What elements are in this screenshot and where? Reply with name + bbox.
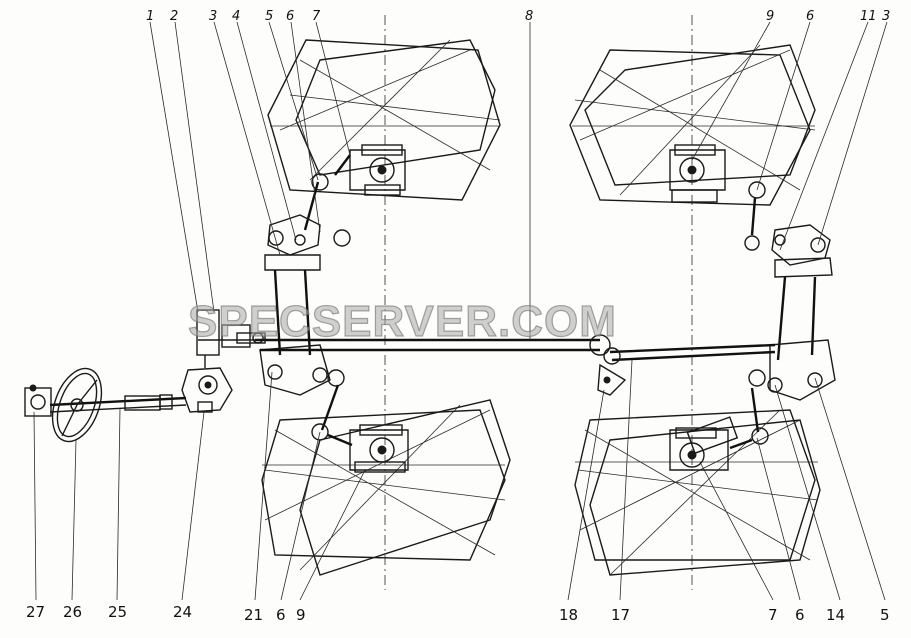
pump-unit — [24, 384, 52, 417]
callout-4: 4 — [232, 9, 240, 24]
callout-9-bottom: 9 — [296, 606, 306, 624]
callout-6-bottom-right: 6 — [795, 606, 805, 624]
callout-25: 25 — [108, 603, 127, 621]
callout-6-bottom: 6 — [276, 606, 286, 624]
callout-1: 1 — [146, 9, 154, 24]
callout-14: 14 — [826, 606, 845, 624]
callout-11: 11 — [860, 9, 877, 24]
knuckle-bottom-right — [669, 416, 739, 471]
bottom-callouts: 27 26 25 24 21 6 9 18 17 7 6 14 5 — [26, 603, 890, 624]
callout-2: 2 — [170, 9, 178, 24]
wheel-bottom-right — [574, 409, 821, 576]
callout-24: 24 — [173, 603, 192, 621]
callout-6: 6 — [286, 9, 294, 24]
steering-wheel — [51, 367, 103, 443]
callout-5-bottom: 5 — [880, 606, 890, 624]
wheel-top-right — [569, 44, 816, 206]
top-callouts: 1 2 3 4 5 6 7 8 9 6 11 3 — [146, 9, 890, 24]
wheel-centerlines — [384, 15, 693, 590]
knuckle-top-right — [669, 144, 726, 203]
callout-5: 5 — [265, 9, 273, 24]
steering-gear — [181, 309, 266, 413]
callout-7: 7 — [312, 9, 321, 24]
steering-column — [49, 394, 187, 413]
center-rods — [198, 334, 776, 396]
callout-7-bottom: 7 — [768, 606, 778, 624]
leader-lines-bottom — [33, 359, 886, 601]
callout-18: 18 — [559, 606, 578, 624]
callout-21: 21 — [244, 606, 263, 624]
callout-17: 17 — [611, 606, 630, 624]
wheel-top-left — [267, 39, 501, 201]
knuckle-bottom-left — [349, 424, 409, 473]
wheel-bottom-left — [261, 399, 511, 576]
callout-9: 9 — [766, 9, 774, 24]
callout-3-right: 3 — [882, 9, 890, 24]
leader-lines-top — [149, 21, 888, 340]
knuckle-top-left — [349, 144, 406, 196]
callout-26: 26 — [63, 603, 82, 621]
right-linkage — [729, 181, 836, 450]
callout-8: 8 — [525, 9, 533, 24]
callout-27: 27 — [26, 603, 45, 621]
watermark-text: SPECSERVER.COM — [188, 297, 617, 346]
callout-6-right: 6 — [806, 9, 814, 24]
callout-3: 3 — [209, 9, 217, 24]
